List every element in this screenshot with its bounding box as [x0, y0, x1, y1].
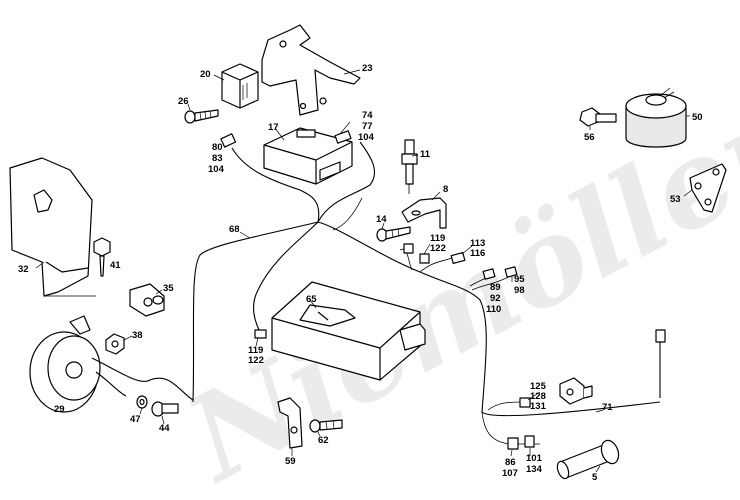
connector-113 [450, 251, 466, 265]
label-47: 47 [130, 414, 141, 425]
bracket-23 [261, 24, 361, 116]
switch-11 [401, 139, 418, 194]
capacitor-50 [625, 87, 687, 148]
nut-38 [105, 333, 125, 355]
label-62: 62 [318, 435, 329, 446]
label-20: 20 [200, 69, 211, 80]
label-101-134: 101 134 [526, 453, 545, 475]
label-80-83-104: 80 83 104 [208, 142, 225, 175]
screw-62 [309, 419, 343, 433]
label-5: 5 [592, 472, 598, 483]
label-113-116: 113 116 [470, 238, 488, 259]
connector-71 [655, 329, 666, 343]
label-23: 23 [362, 63, 373, 74]
control-unit-17 [263, 127, 353, 185]
connector-119c [254, 329, 267, 339]
relay-20 [221, 63, 259, 109]
label-17: 17 [268, 122, 279, 133]
label-38: 38 [132, 330, 143, 341]
wiring-harness-68 [192, 141, 661, 445]
label-32: 32 [18, 264, 29, 275]
label-41: 41 [110, 260, 121, 271]
screw-41 [93, 237, 111, 277]
connector-80 [220, 133, 237, 148]
label-26: 26 [178, 96, 189, 107]
label-74-77-104: 74 77 104 [358, 110, 375, 143]
connector-125 [519, 397, 531, 408]
connector-119b [419, 253, 430, 264]
horn-29 [29, 315, 194, 413]
bracket-35 [129, 283, 165, 317]
label-86-107: 86 107 [502, 457, 518, 479]
label-56: 56 [584, 132, 595, 143]
label-119-122-top: 119 122 [430, 233, 448, 254]
bolt-44 [151, 401, 179, 417]
connector-101 [524, 435, 535, 448]
connector-89 [482, 268, 496, 280]
label-95-98: 95 98 [514, 274, 527, 296]
label-29: 29 [54, 404, 65, 415]
label-35: 35 [163, 283, 174, 294]
label-65: 65 [306, 294, 317, 305]
callout-labels: 20 23 26 74 77 104 17 80 83 104 11 8 14 … [18, 63, 703, 483]
bolt-56 [579, 107, 617, 127]
connector-95 [504, 266, 518, 278]
connector-86 [507, 437, 519, 450]
connector-74 [334, 130, 352, 144]
label-125-128-131: 125 128 131 [530, 381, 549, 412]
cover-32 [9, 157, 96, 297]
washer-47 [136, 395, 148, 409]
label-68: 68 [229, 224, 240, 235]
connector-119 [403, 243, 414, 254]
tube-5 [556, 439, 620, 480]
tray-65 [271, 281, 426, 381]
label-89-92-110: 89 92 110 [486, 282, 503, 315]
screw-14 [376, 226, 411, 242]
leader-lines [35, 69, 693, 473]
label-50: 50 [692, 112, 703, 123]
label-8: 8 [443, 184, 448, 195]
bracket-59 [277, 397, 303, 449]
label-11: 11 [420, 149, 431, 160]
bracket-8 [401, 197, 447, 229]
label-119-122-bottom: 119 122 [248, 345, 266, 366]
label-59: 59 [285, 456, 296, 467]
label-14: 14 [376, 214, 387, 225]
label-44: 44 [159, 423, 170, 434]
label-53: 53 [670, 194, 681, 205]
label-71: 71 [602, 402, 613, 413]
screw-26 [184, 109, 219, 124]
sensor-125 [559, 377, 593, 405]
